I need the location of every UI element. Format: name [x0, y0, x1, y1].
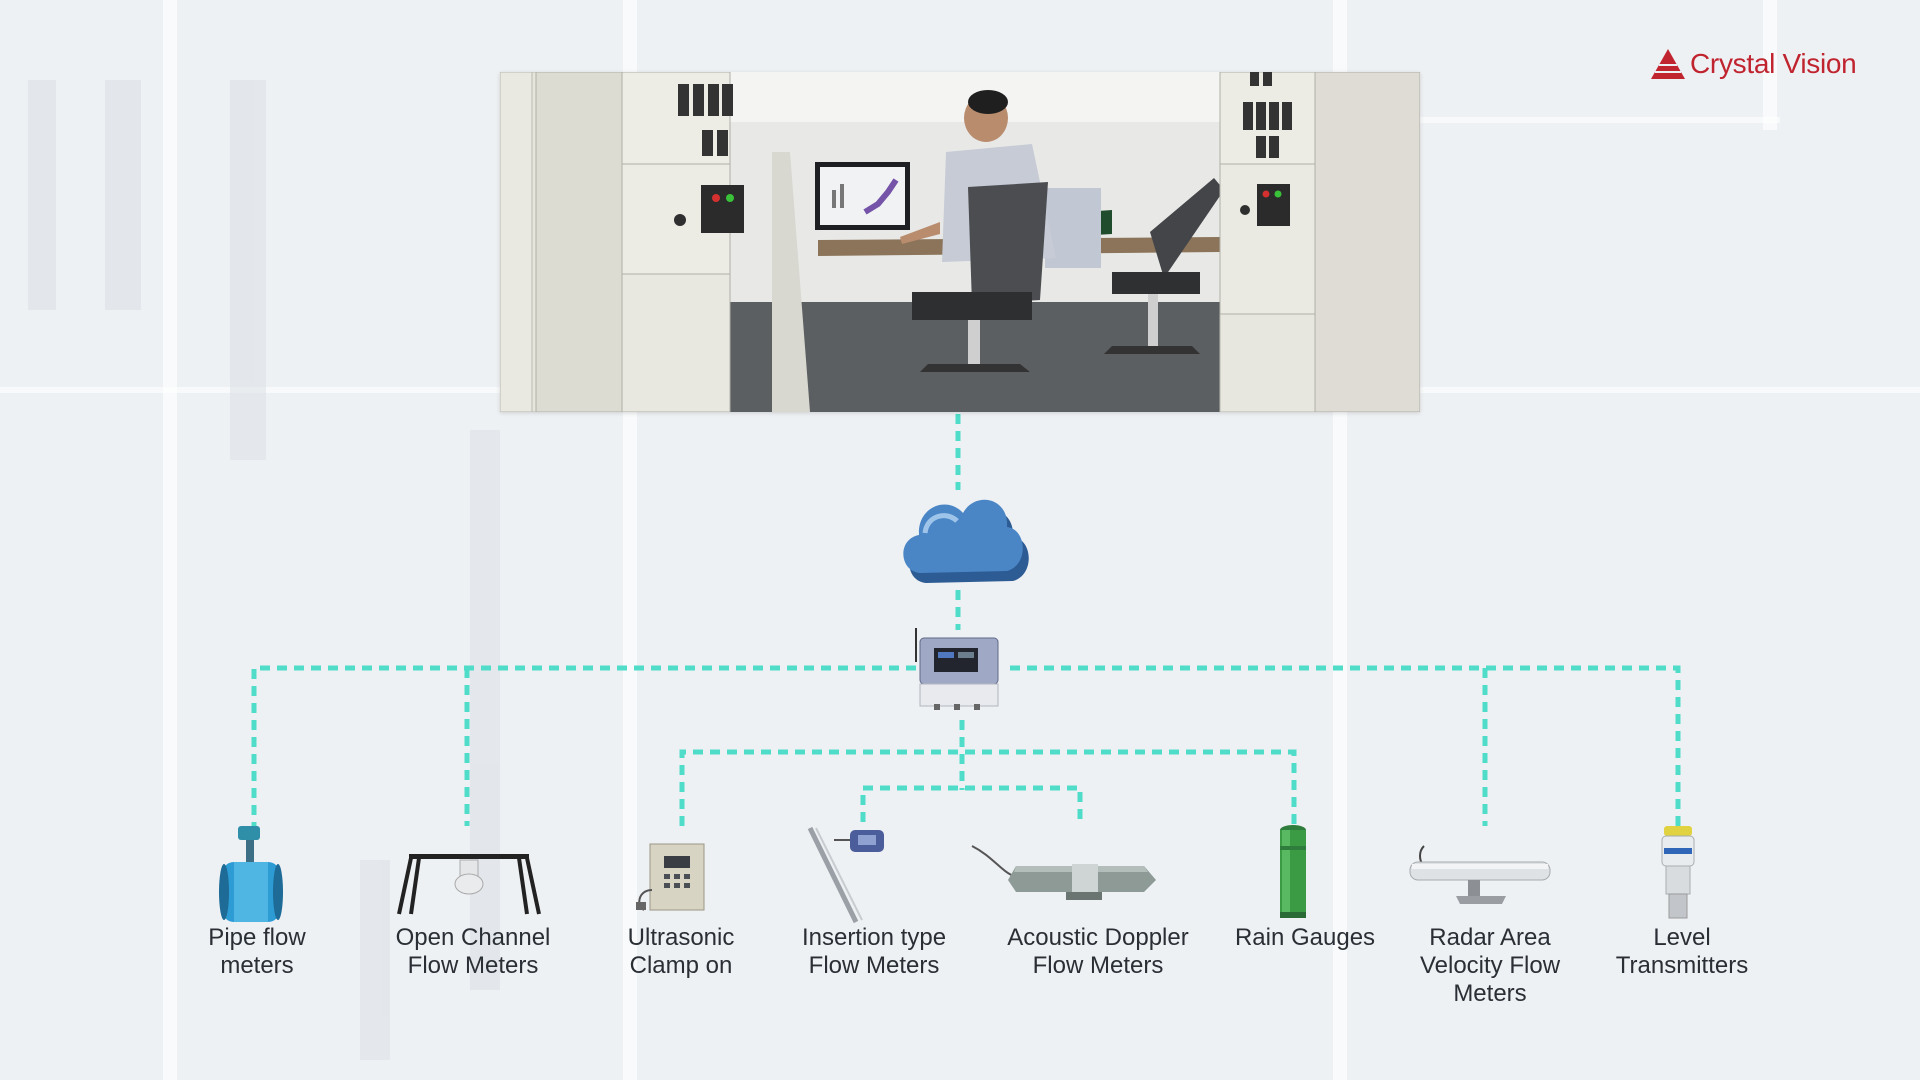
- label-rain-gauges: Rain Gauges: [1234, 924, 1376, 951]
- logo-triangle-icon: [1651, 49, 1685, 79]
- label-radar-area-velocity-flow-meters: Radar Area Velocity Flow Meters: [1419, 924, 1561, 1007]
- ultrasonic-clamp-on-icon: [636, 843, 705, 911]
- label-ultrasonic-clamp-on: Ultrasonic Clamp on: [627, 924, 735, 979]
- bus-inner: [860, 785, 1083, 822]
- label-acoustic-doppler-flow-meters: Acoustic Doppler Flow Meters: [1007, 924, 1189, 979]
- open-channel-flow-meter-icon: [397, 854, 541, 915]
- rain-gauge-icon: [1280, 825, 1306, 918]
- bus-left: [251, 665, 916, 826]
- acoustic-doppler-icon: [971, 845, 1156, 900]
- label-level-transmitters: Level Transmitters: [1615, 924, 1749, 979]
- level-transmitter-icon: [1661, 826, 1695, 919]
- cloud-icon: [903, 499, 1029, 583]
- data-logger-icon: [915, 628, 999, 710]
- label-open-channel-flow-meters: Open Channel Flow Meters: [395, 924, 551, 979]
- bus-right: [1010, 665, 1681, 826]
- pipe-flow-meter-icon: [219, 826, 283, 922]
- label-insertion-type-flow-meters: Insertion type Flow Meters: [801, 924, 947, 979]
- insertion-flow-meter-icon: [807, 826, 884, 924]
- control-room-scene: [500, 72, 1420, 412]
- label-pipe-flow-meters: Pipe flow meters: [208, 924, 306, 979]
- brand-name: Crystal Vision: [1690, 48, 1857, 79]
- brand-logo: Crystal Vision: [1650, 44, 1857, 84]
- bus-mid: [679, 749, 1297, 826]
- radar-area-velocity-icon: [1409, 845, 1551, 904]
